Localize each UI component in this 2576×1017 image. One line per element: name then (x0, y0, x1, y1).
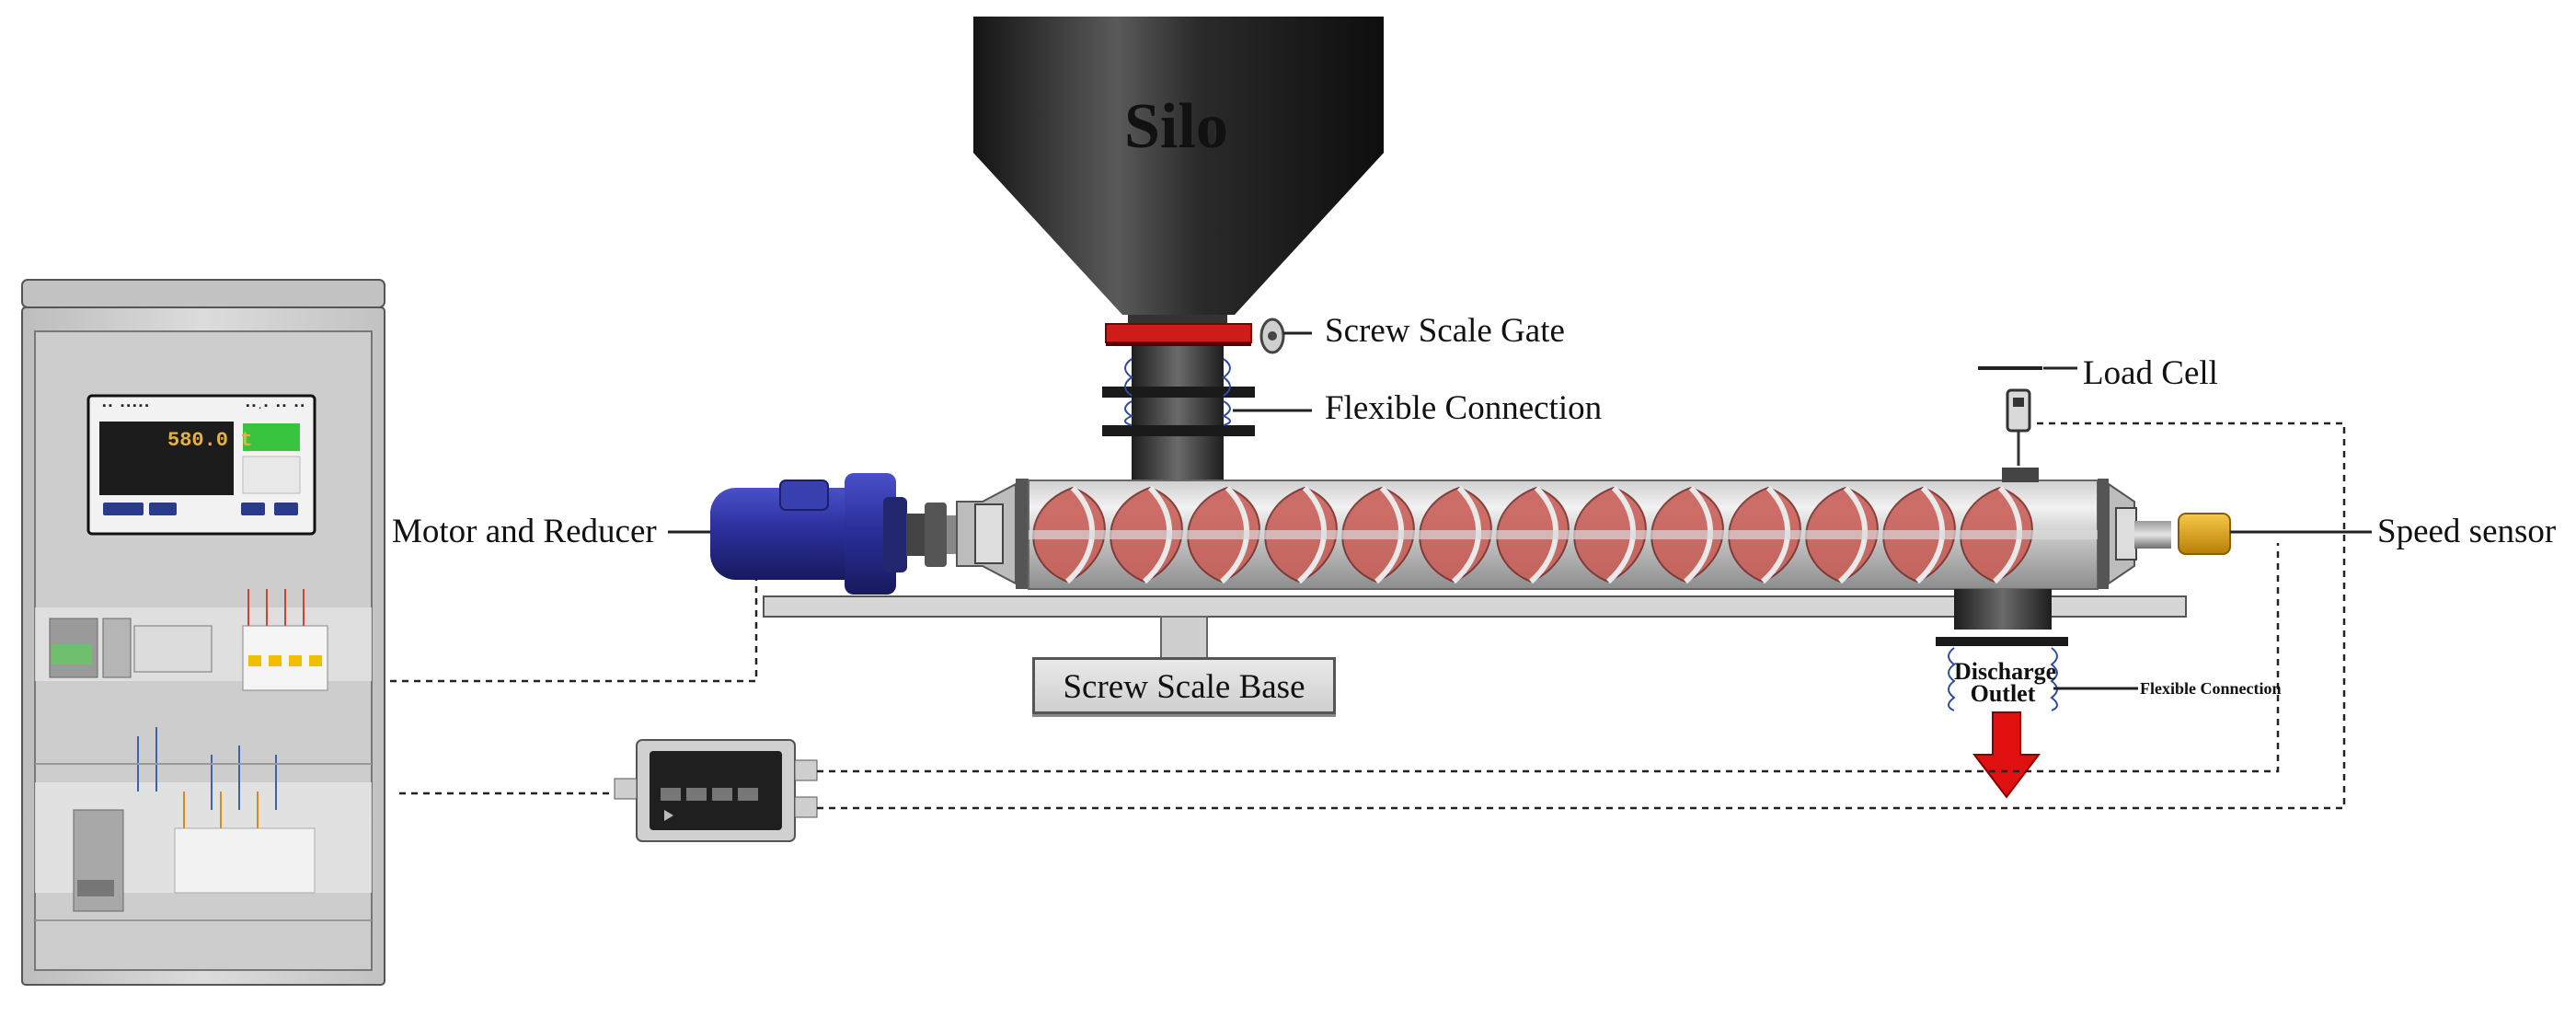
discharge-outlet (1936, 589, 2068, 799)
controller-header-left: ▪▪ ▪▪▪▪▪ (101, 401, 150, 412)
discharge-outlet-label: Discharge Outlet (1954, 658, 2057, 707)
load-cell-label: Load Cell (2083, 354, 2218, 392)
motor-and-reducer (710, 473, 960, 595)
field-instrument-box (614, 739, 818, 842)
controller-header-right: ▪▪.▪ ▪▪ ▪▪ (245, 401, 306, 412)
speed-sensor (2178, 513, 2231, 555)
silo (973, 17, 1384, 315)
signal-lines (390, 422, 2346, 810)
flexible-connection-top (1102, 346, 1255, 484)
control-cabinet (21, 279, 385, 986)
discharge-outlet-label-line1: Discharge (1954, 658, 2057, 685)
motor-and-reducer-label: Motor and Reducer (392, 513, 657, 550)
silo-label: Silo (1124, 91, 1228, 162)
screw-scale-gate-label: Screw Scale Gate (1325, 312, 1565, 350)
discharge-outlet-label-line2: Outlet (1970, 680, 2036, 707)
screw-scale-base: Screw Scale Base (1032, 657, 1336, 714)
screw-scale-gate (1105, 315, 1285, 354)
screw-scale-base-label: Screw Scale Base (1063, 668, 1305, 706)
speed-sensor-label: Speed sensor (2377, 513, 2557, 550)
flexible-connection-label: Flexible Connection (1325, 389, 1603, 427)
callout-lines (668, 331, 2372, 690)
screw-shaft (1029, 530, 2098, 539)
load-cell (1978, 366, 2042, 466)
screw-flights (1029, 485, 2098, 584)
controller-main-reading: 580.0 t (167, 429, 253, 452)
flexible-connection-small-label: Flexible Connection (2140, 679, 2282, 698)
screw-scale-base-frame (763, 595, 2187, 660)
